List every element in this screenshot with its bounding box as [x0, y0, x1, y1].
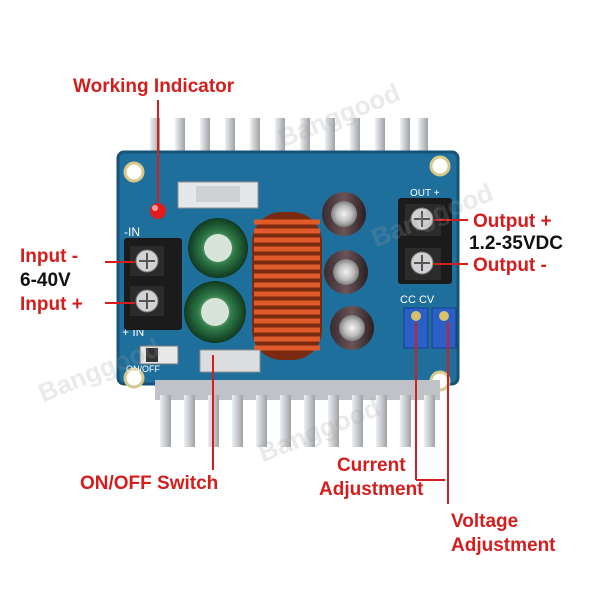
on-off-switch	[139, 345, 179, 365]
label-on-off-switch: ON/OFF Switch	[80, 473, 219, 494]
input-terminal-block	[124, 238, 182, 330]
heatsink-fin	[232, 395, 243, 447]
label-input-minus: Input -	[20, 246, 79, 267]
heatsink-fin	[328, 395, 339, 447]
heatsink-fin	[280, 395, 291, 447]
inductor-coil	[252, 212, 322, 360]
callout-lines	[105, 100, 468, 504]
heatsink-fin	[376, 395, 387, 447]
input-capacitors	[184, 218, 248, 343]
silk-cc-cv: CC CV	[400, 294, 435, 306]
heatsink-fin	[184, 395, 195, 447]
label-current-adjustment: Current Adjustment	[319, 455, 424, 500]
working-indicator-led	[150, 203, 166, 219]
output-capacitors	[322, 192, 374, 350]
label-output-minus: Output -	[473, 255, 547, 276]
heatsink-fin	[352, 395, 363, 447]
label-output-plus: Output +	[473, 211, 552, 232]
heatsink-fin	[424, 395, 435, 447]
label-input-range: 6-40V	[20, 270, 71, 291]
mounting-holes	[123, 155, 451, 392]
silk-on-off: ON/OFF	[126, 364, 160, 374]
heatsink-fin	[304, 395, 315, 447]
silk-out: OUT +	[410, 188, 440, 199]
bottom-clamp	[199, 349, 261, 373]
heatsink-fin	[400, 395, 411, 447]
silk-minus-in: -IN	[124, 225, 140, 239]
heatsink-fin	[160, 395, 171, 447]
label-working-indicator: Working Indicator	[73, 76, 235, 97]
label-input-plus: Input +	[20, 294, 83, 315]
heatsink-fin	[256, 395, 267, 447]
label-output-range: 1.2-35VDC	[469, 233, 563, 254]
label-voltage-adjustment: Voltage Adjustment	[451, 511, 556, 556]
